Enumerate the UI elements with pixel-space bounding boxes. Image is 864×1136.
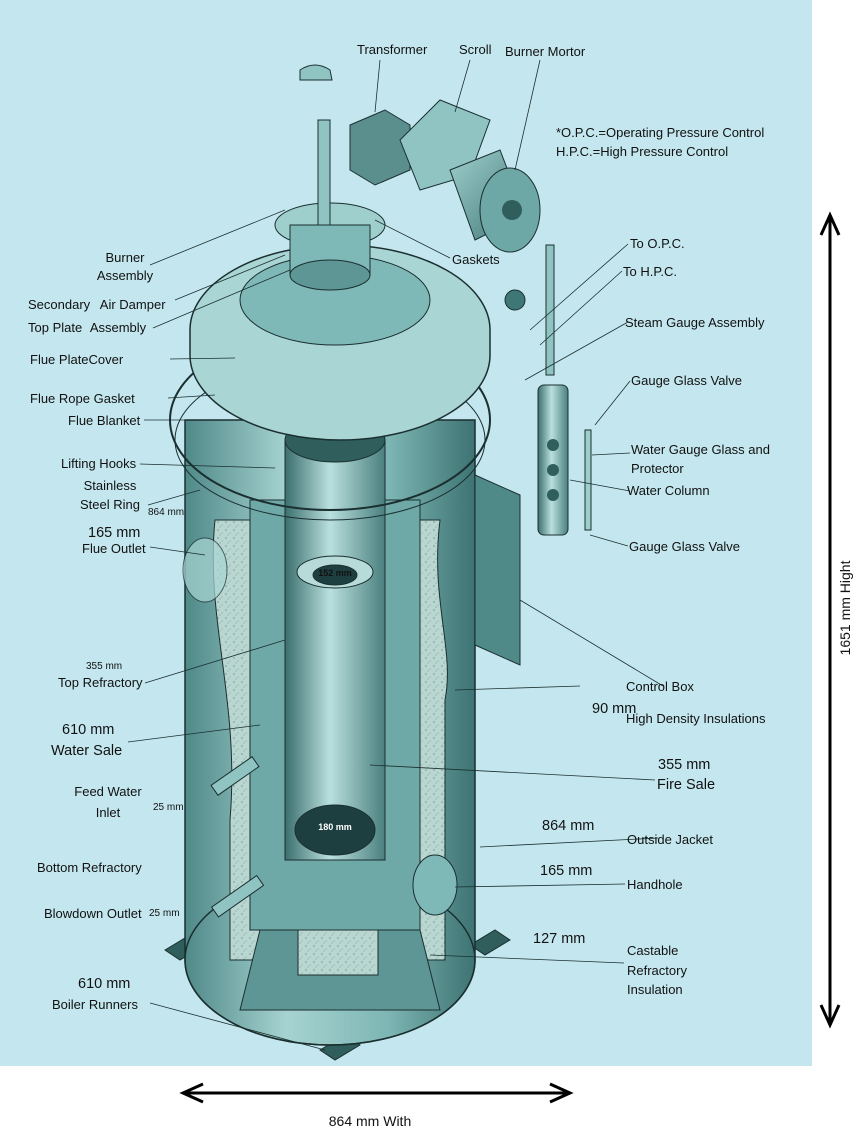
burner-motor [399, 99, 541, 253]
label-handhole-dim: 165 mm [540, 863, 593, 879]
label-top-plate: Top Plate [28, 320, 83, 335]
transformer [349, 109, 411, 186]
label-flue-outlet: Flue Outlet [82, 541, 146, 556]
label-burner-assembly: Burner Assembly [80, 250, 170, 283]
label-burner-motor: Burner Mortor [505, 44, 586, 59]
label-outside-jacket-dim: 864 mm [542, 818, 595, 834]
flue-plate-cover [169, 244, 491, 521]
label-secondary: Secondary [28, 297, 91, 312]
label-top-plate-assembly: Top Plate Assembly [28, 320, 146, 335]
label-water-column: Water Column [627, 483, 710, 498]
height-dimension-label: 1651 mm Hight [837, 560, 853, 656]
label-to-opc: To O.P.C. [630, 236, 685, 251]
label-flue-dia: 152 mm [318, 568, 352, 578]
label-stainless-steel-ring: Stainless Steel Ring [70, 478, 150, 512]
blowdown-outlet [210, 874, 265, 918]
label-water-gauge-glass: Water Gauge Glass and Protector [631, 440, 770, 478]
flue-outlet [182, 537, 228, 603]
feed-water-inlet [210, 756, 260, 796]
label-castable-dim: 127 mm [533, 931, 586, 947]
label-boiler-runners-dim: 610 mm [78, 976, 131, 992]
label-ring-dim: 864 mm [148, 507, 185, 518]
label-castable: Castable [627, 943, 679, 958]
label-water-sale: Water Sale [51, 743, 123, 759]
label-burner-assembly-line2: Assembly [96, 268, 154, 283]
label-feed-water-dim: 25 mm [153, 802, 184, 813]
label-secondary-air-damper: Secondary Air Damper [28, 297, 166, 312]
label-flue-rope: Flue Rope [30, 391, 90, 406]
leader-lines [127, 59, 664, 1051]
label-gauge-glass-valve-bottom: Gauge Glass Valve [629, 539, 741, 554]
label-castable-refractory-insulation: Castable Refractory Insulation [627, 941, 687, 1000]
label-feed-water-inlet: Feed Water Inlet [68, 784, 148, 820]
label-water-gauge-glass-line2: Protector [631, 461, 684, 476]
water-column [504, 244, 592, 536]
label-feed-water: Feed Water [74, 784, 142, 799]
label-fire-sale-dim: 355 mm [658, 757, 711, 773]
label-cover: Cover [88, 352, 124, 367]
label-bottom-refractory: Bottom Refractory [37, 860, 142, 875]
label-gauge-glass-valve-top: Gauge Glass Valve [631, 373, 743, 388]
furnace-tube [284, 417, 386, 861]
label-flue-plate-cover: Flue PlateCover [30, 352, 123, 367]
label-water-gauge-glass-line1: Water Gauge Glass and [631, 442, 770, 457]
label-air-damper: Air Damper [99, 297, 166, 312]
label-inlet: Inlet [95, 805, 121, 820]
label-to-hpc: To H.P.C. [623, 264, 677, 279]
label-top-refractory: Top Refractory [58, 675, 143, 690]
label-gasket: Gasket [93, 391, 135, 406]
label-refractory: Refractory [627, 962, 687, 978]
label-burner-assembly-line1: Burner [105, 250, 145, 265]
label-stainless: Stainless [83, 478, 137, 493]
label-control-box: Control Box [626, 679, 694, 694]
note-opc: *O.P.C.=Operating Pressure Control [556, 125, 765, 140]
label-flue-outlet-dim: 165 mm [88, 525, 141, 541]
label-high-density-dim: 90 mm [592, 701, 637, 717]
note-opc-hpc: *O.P.C.=Operating Pressure Control H.P.C… [556, 123, 764, 161]
label-flue-rope-gasket: Flue Rope Gasket [30, 391, 135, 406]
width-dimension-label: 864 mm With [328, 1113, 412, 1129]
label-bottom-dia: 180 mm [318, 822, 352, 832]
note-hpc: H.P.C.=High Pressure Control [556, 144, 729, 159]
label-high-density-insulations: High Density Insulations [626, 711, 766, 726]
label-flue-blanket: Flue Blanket [68, 413, 141, 428]
label-top-refractory-dim: 355 mm [86, 661, 123, 672]
label-outside-jacket: Outside Jacket [627, 832, 713, 847]
label-steam-gauge-assembly: Steam Gauge Assembly [625, 315, 765, 330]
label-blowdown-outlet: Blowdown Outlet [44, 906, 142, 921]
height-dimension-arrow [819, 211, 841, 1029]
handhole [412, 854, 458, 916]
label-water-sale-dim: 610 mm [62, 722, 115, 738]
label-gaskets: Gaskets [452, 252, 500, 267]
label-fire-sale: Fire Sale [657, 777, 716, 793]
width-dimension-arrow [179, 1082, 574, 1104]
control-box [474, 474, 521, 666]
label-assembly: Assembly [89, 320, 147, 335]
burner-assembly [274, 64, 386, 291]
label-steel-ring: Steel Ring [80, 497, 140, 512]
label-boiler-runners: Boiler Runners [52, 997, 138, 1012]
label-scroll: Scroll [459, 42, 492, 57]
label-insulation: Insulation [627, 982, 683, 997]
label-transformer: Transformer [357, 42, 428, 57]
label-flue-plate: Flue Plate [30, 352, 89, 367]
label-blowdown-dim: 25 mm [149, 908, 180, 919]
label-lifting-hooks: Lifting Hooks [61, 456, 137, 471]
label-handhole: Handhole [627, 877, 683, 892]
